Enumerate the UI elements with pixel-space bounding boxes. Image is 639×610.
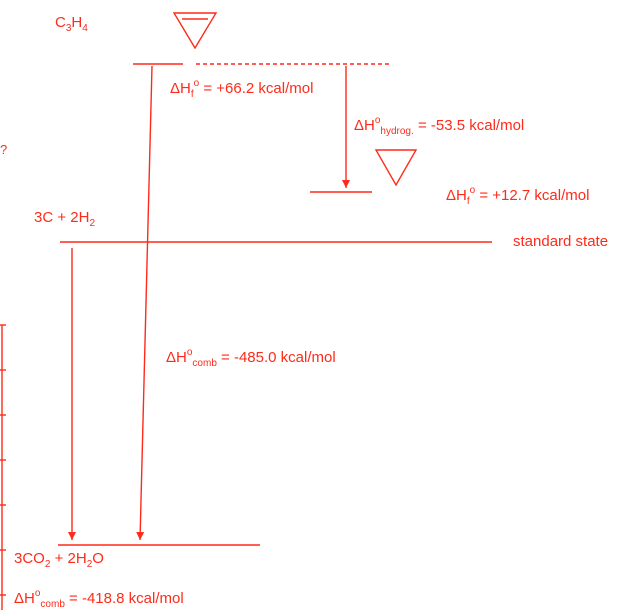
triangle-down-icon	[172, 12, 218, 50]
dh-hydrogenation-label: ΔHohydrog. = -53.5 kcal/mol	[354, 115, 525, 137]
combustion-c3h4-arrow	[136, 65, 153, 541]
left-edge-axis	[0, 324, 6, 610]
triangle-down-icon	[374, 149, 418, 187]
c3h4-label: C3H4	[55, 14, 88, 34]
standard-state-label: standard state	[513, 233, 609, 250]
dh-comb-elements-label: ΔHocomb = -418.8 kcal/mol	[14, 588, 184, 610]
dh-comb-c3h4-label: ΔHocomb = -485.0 kcal/mol	[166, 347, 336, 369]
dhf-product-label: ΔHfo = +12.7 kcal/mol	[446, 185, 590, 207]
elements-label: 3C + 2H2	[34, 209, 96, 229]
left-edge-mark: ?	[0, 142, 8, 157]
combustion-products-label: 3CO2 + 2H2O	[14, 550, 104, 570]
dhf-c3h4-label: ΔHfo = +66.2 kcal/mol	[170, 78, 314, 100]
